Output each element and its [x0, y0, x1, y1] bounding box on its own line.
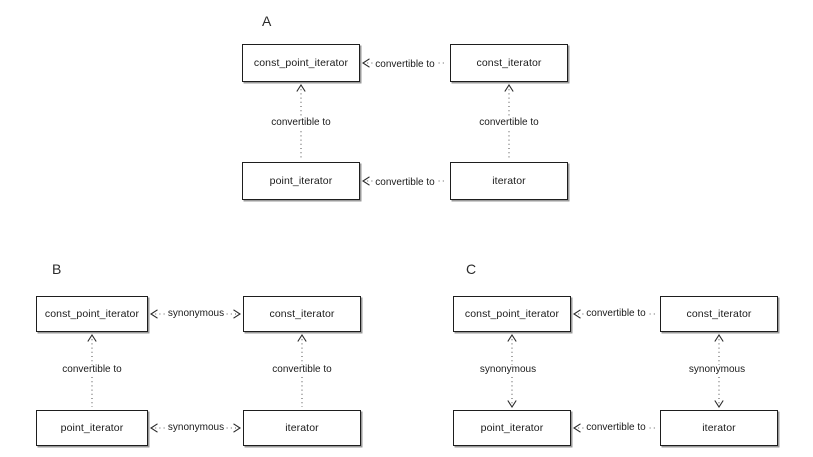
edge-label-synonymous: synonymous: [686, 364, 748, 375]
edge-label-synonymous: synonymous: [165, 308, 227, 319]
arrowhead: [233, 423, 242, 433]
node-label: iterator: [702, 422, 736, 434]
arrowhead: [149, 309, 158, 319]
arrowhead: [572, 309, 581, 319]
node-box-b-const-point-iterator[interactable]: const_point_iterator: [36, 296, 148, 332]
arrowhead: [297, 333, 307, 342]
node-box-a-const-point-iterator[interactable]: const_point_iterator: [242, 44, 360, 82]
edge-label-synonymous: synonymous: [165, 422, 227, 433]
arrowhead: [714, 333, 724, 342]
node-label: iterator: [492, 175, 526, 187]
node-box-a-const-iterator[interactable]: const_iterator: [450, 44, 568, 82]
node-label: point_iterator: [60, 422, 124, 434]
node-box-a-iterator[interactable]: iterator: [450, 162, 568, 200]
node-label: const_iterator: [476, 57, 542, 69]
arrowhead: [507, 400, 517, 409]
panel-label-b: B: [52, 261, 62, 277]
arrowhead: [149, 423, 158, 433]
edge-label-convertible-to: convertible to: [373, 59, 437, 70]
arrowhead: [87, 333, 97, 342]
node-box-a-point-iterator[interactable]: point_iterator: [242, 162, 360, 200]
edge-label-synonymous: synonymous: [477, 364, 539, 375]
arrowhead: [572, 423, 581, 433]
node-label: iterator: [285, 422, 319, 434]
node-label: point_iterator: [480, 422, 544, 434]
node-label: const_iterator: [269, 308, 335, 320]
edge-label-convertible-to: convertible to: [269, 117, 333, 128]
node-label: const_point_iterator: [464, 308, 560, 320]
panel-label-c: C: [466, 261, 477, 277]
edge-label-convertible-to: convertible to: [373, 177, 437, 188]
node-box-c-const-point-iterator[interactable]: const_point_iterator: [453, 296, 571, 332]
node-box-c-point-iterator[interactable]: point_iterator: [453, 410, 571, 446]
arrowhead: [361, 176, 370, 186]
node-box-b-point-iterator[interactable]: point_iterator: [36, 410, 148, 446]
edge-label-convertible-to: convertible to: [60, 364, 124, 375]
node-label: point_iterator: [269, 175, 333, 187]
arrowhead: [507, 333, 517, 342]
node-box-c-const-iterator[interactable]: const_iterator: [660, 296, 778, 332]
node-label: const_iterator: [686, 308, 752, 320]
node-box-b-const-iterator[interactable]: const_iterator: [243, 296, 361, 332]
node-label: const_point_iterator: [253, 57, 349, 69]
arrowhead: [233, 309, 242, 319]
edge-label-convertible-to: convertible to: [584, 308, 648, 319]
panel-label-a: A: [262, 13, 272, 29]
node-box-b-iterator[interactable]: iterator: [243, 410, 361, 446]
arrowhead: [361, 58, 370, 68]
node-box-c-iterator[interactable]: iterator: [660, 410, 778, 446]
node-label: const_point_iterator: [44, 308, 140, 320]
arrowhead: [504, 83, 514, 92]
edge-label-convertible-to: convertible to: [477, 117, 541, 128]
edge-label-convertible-to: convertible to: [584, 422, 648, 433]
arrowhead: [714, 400, 724, 409]
edge-label-convertible-to: convertible to: [270, 364, 334, 375]
arrowhead: [296, 83, 306, 92]
